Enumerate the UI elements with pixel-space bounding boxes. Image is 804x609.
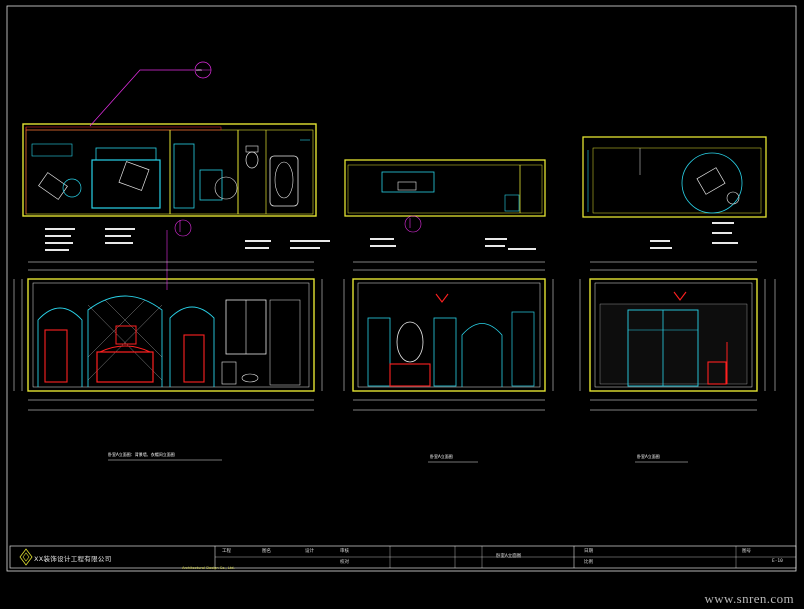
floor-plan-1	[22, 61, 317, 237]
elevation-title-1: 卧室A立面图：背景墙、衣帽间立面图	[108, 452, 175, 457]
floor-plan-3	[582, 136, 767, 218]
tb-cell-number: 图号	[742, 549, 751, 554]
callout-leader	[89, 69, 194, 127]
tb-cell-sheet-no: E-10	[772, 559, 783, 564]
tb-cell-scale: 比例	[584, 560, 593, 565]
floor-plan-2	[344, 159, 546, 233]
elevation-2	[352, 278, 546, 392]
elevation-title-2: 卧室A立面图	[430, 454, 453, 459]
elevation-title-3: 卧室A立面图	[637, 454, 660, 459]
title-block	[9, 545, 797, 569]
tb-cell-sheet-title: 卧室A立面图	[496, 554, 522, 559]
watermark: www.snren.com	[704, 591, 794, 606]
company-subtitle: Architectural Design Co., Ltd.	[182, 566, 235, 570]
elevation-1	[27, 230, 315, 392]
tb-cell-date: 日期	[584, 549, 593, 554]
elevation-3	[589, 278, 758, 392]
tb-cell-design: 设计	[305, 549, 314, 554]
company-name: XX装饰设计工程有限公司	[34, 555, 112, 563]
dimension-lines	[13, 261, 776, 411]
tb-cell-check: 校对	[340, 560, 349, 565]
tb-cell-name: 图名	[262, 549, 271, 554]
title-underlines	[108, 459, 688, 463]
tb-cell-project: 工程	[222, 549, 231, 554]
sheet-border	[6, 5, 797, 572]
tb-cell-review: 审核	[340, 549, 349, 554]
annotation-notes	[45, 222, 738, 251]
callout-tag-label: A01	[196, 68, 202, 72]
